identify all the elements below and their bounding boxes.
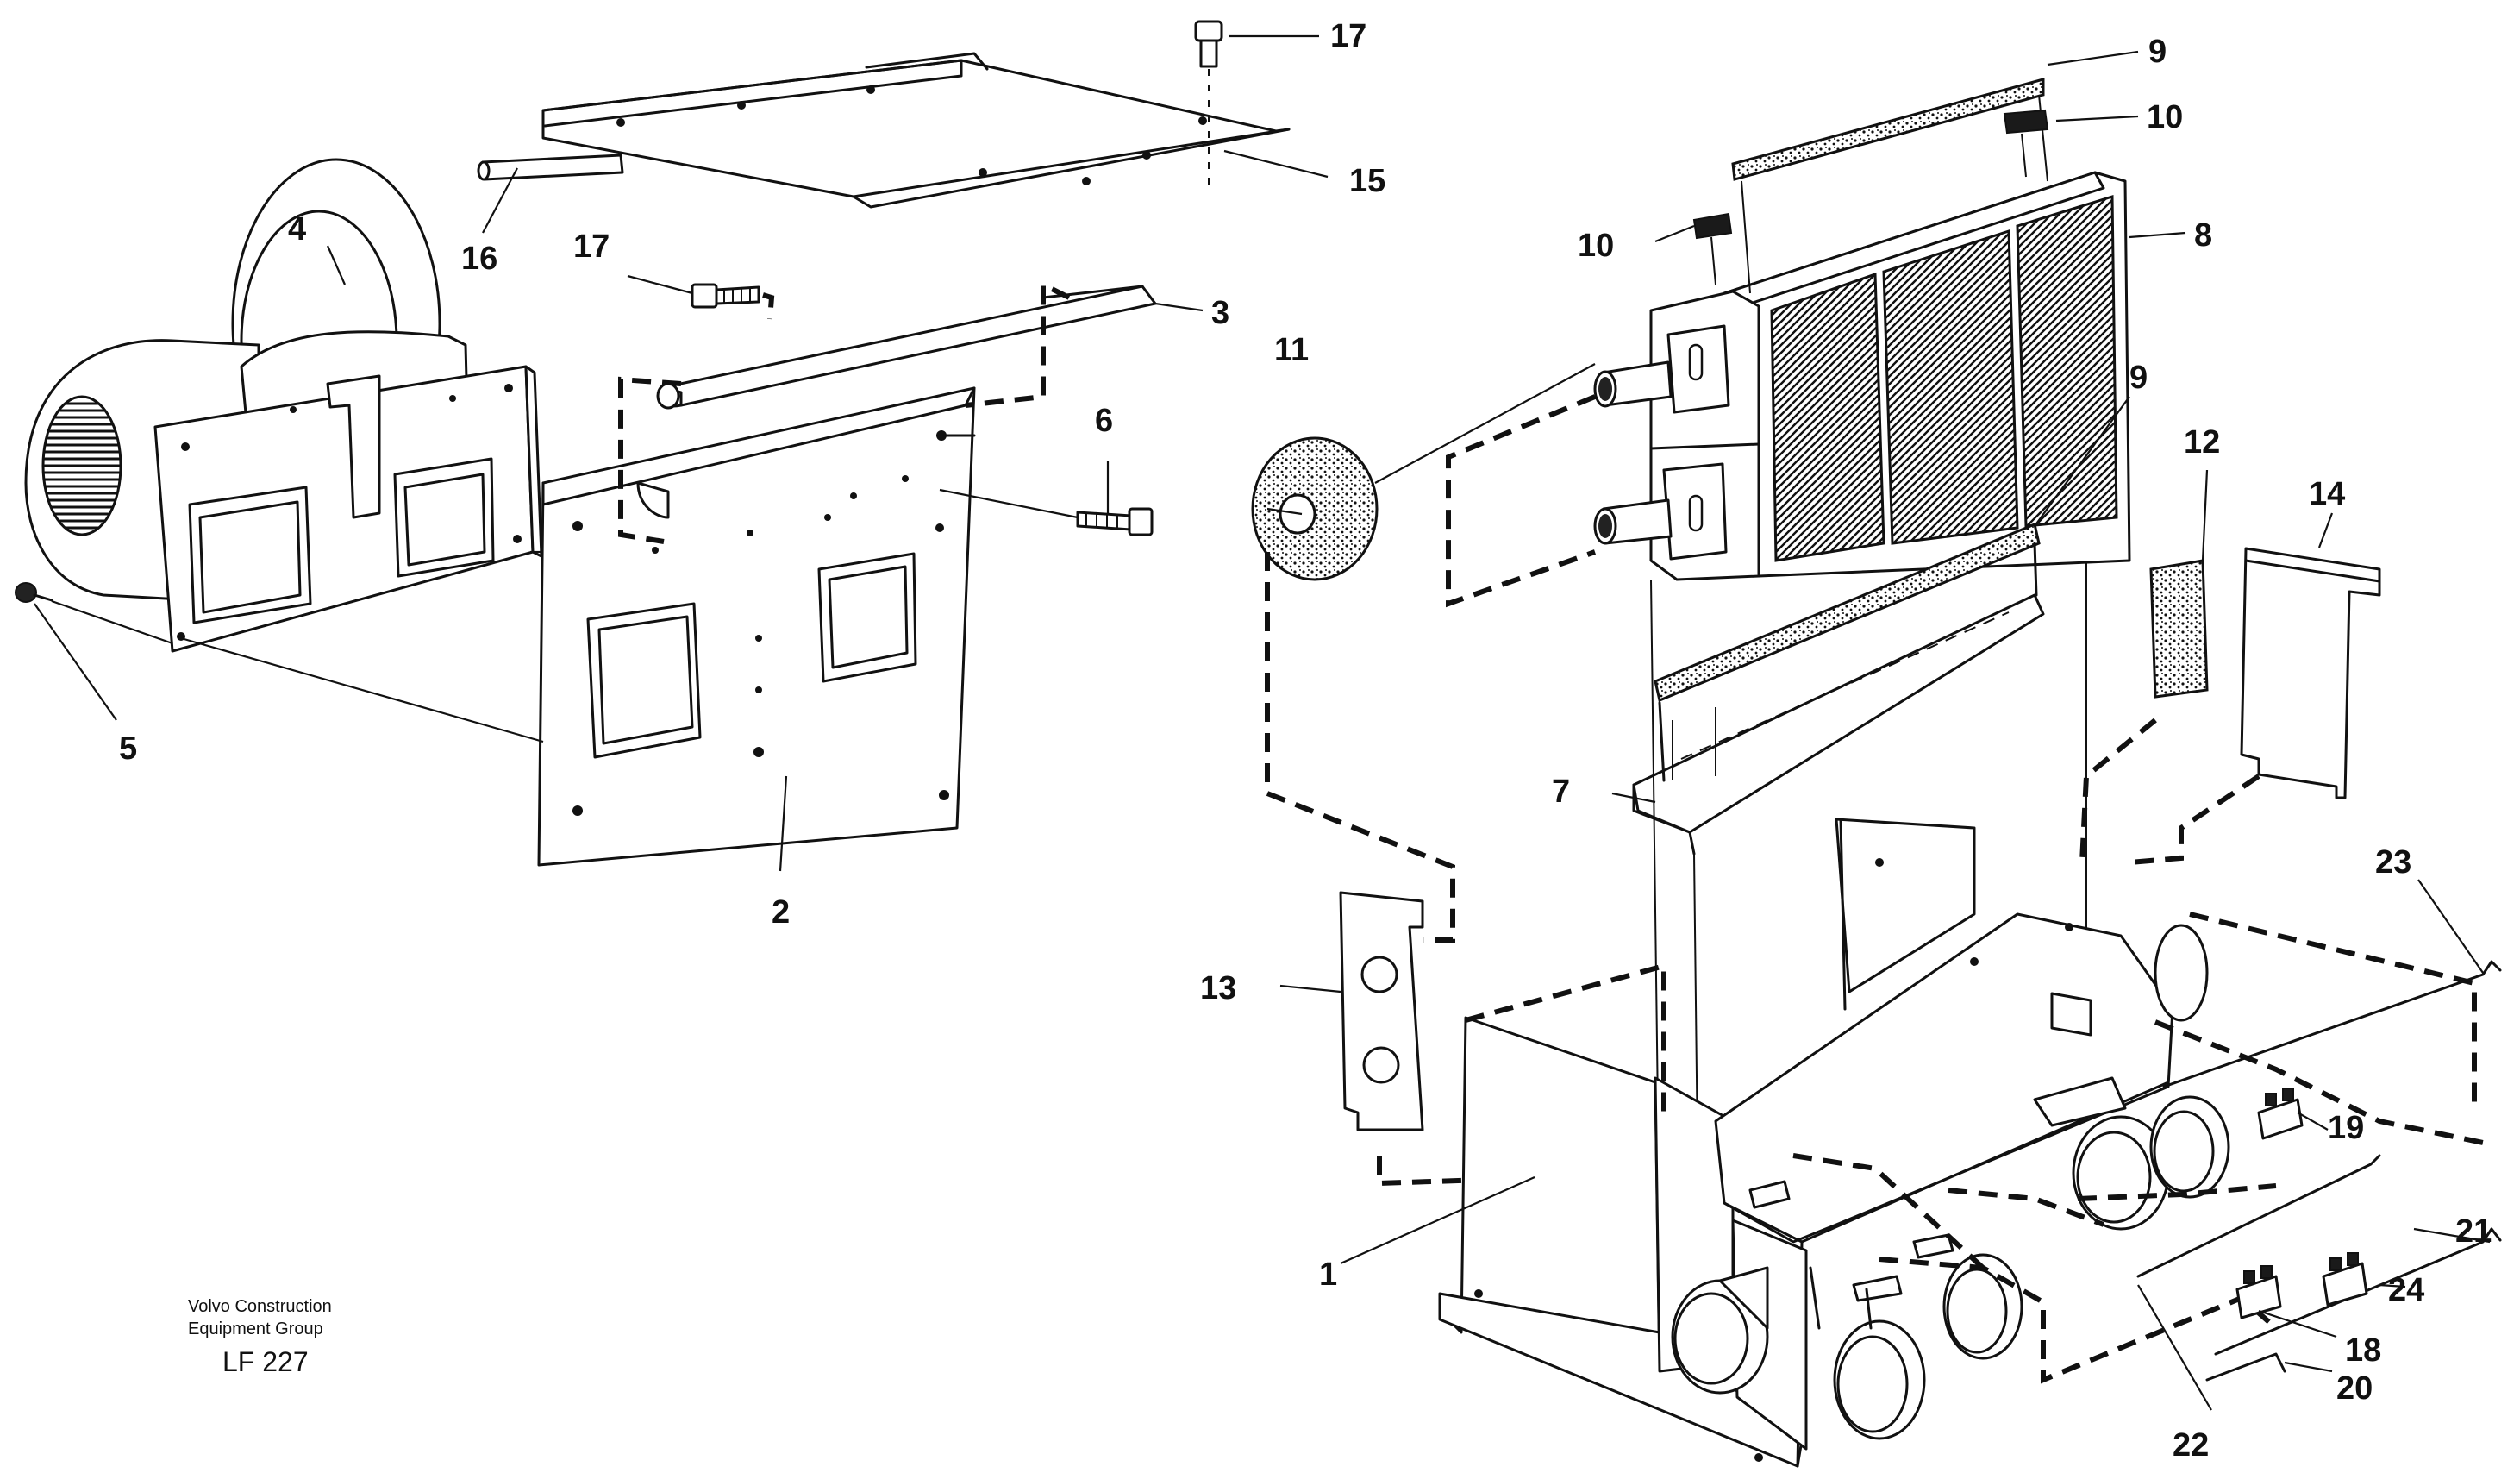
wire-rod-part [2205, 1352, 2286, 1382]
drawing-code: LF 227 [222, 1346, 309, 1377]
callout-16: 16 [461, 241, 497, 277]
callout-21: 21 [2455, 1213, 2492, 1250]
screw-part [15, 582, 53, 603]
main-housing-part [1438, 818, 2230, 1468]
strip-part [656, 285, 1157, 410]
callout-19: 19 [2328, 1110, 2364, 1146]
callout-14: 14 [2309, 476, 2345, 512]
callout-22: 22 [2173, 1427, 2209, 1464]
blower-fan-part [24, 158, 543, 653]
caption-line-1: Volvo Construction [188, 1297, 332, 1316]
mounting-plate-part [537, 386, 976, 867]
cover-plate-part [541, 52, 1291, 209]
callout-23: 23 [2375, 844, 2411, 881]
callout-3: 3 [1211, 295, 1229, 331]
callout-15: 15 [1349, 163, 1385, 199]
callout-24: 24 [2388, 1272, 2424, 1308]
drip-tray-part [1632, 542, 2045, 856]
callout-13: 13 [1200, 970, 1236, 1006]
callout-10-left: 10 [1578, 228, 1614, 264]
callout-1: 1 [1319, 1257, 1337, 1293]
callout-8: 8 [2194, 217, 2212, 254]
seal-strip-part [1731, 78, 2048, 294]
foam-block-part [2149, 559, 2209, 699]
terminal-block-part [2257, 1088, 2304, 1140]
callout-5: 5 [119, 730, 137, 767]
caption-line-2: Equipment Group [188, 1319, 323, 1338]
callout-2: 2 [772, 894, 790, 931]
terminal-block-part [2322, 1252, 2368, 1307]
terminal-block-part [2235, 1265, 2282, 1319]
callout-17-top: 17 [1330, 18, 1366, 54]
callout-10-right: 10 [2147, 99, 2183, 135]
callout-9-top: 9 [2148, 34, 2167, 70]
callout-18: 18 [2345, 1332, 2381, 1369]
bolt-part [1076, 507, 1154, 536]
callout-11: 11 [1274, 332, 1309, 368]
wire-rod-part [2162, 960, 2502, 1088]
callout-17-middle: 17 [573, 229, 610, 265]
callout-4: 4 [288, 211, 306, 248]
callout-20: 20 [2336, 1370, 2373, 1407]
callout-7: 7 [1552, 774, 1570, 810]
callout-6: 6 [1095, 403, 1113, 439]
rod-part [477, 154, 624, 181]
screw-part [691, 283, 760, 309]
wire-rod-part [2136, 1154, 2381, 1278]
screw-part [1194, 20, 1223, 190]
callout-9-lower: 9 [2129, 360, 2148, 396]
heater-core-part [1593, 171, 2131, 581]
gasket-plate-part [1339, 891, 1424, 1131]
clip-part [1692, 109, 2049, 285]
seal-strip-part [1654, 522, 2041, 703]
filter-plate-part [2240, 547, 2381, 799]
callout-12: 12 [2184, 424, 2220, 461]
